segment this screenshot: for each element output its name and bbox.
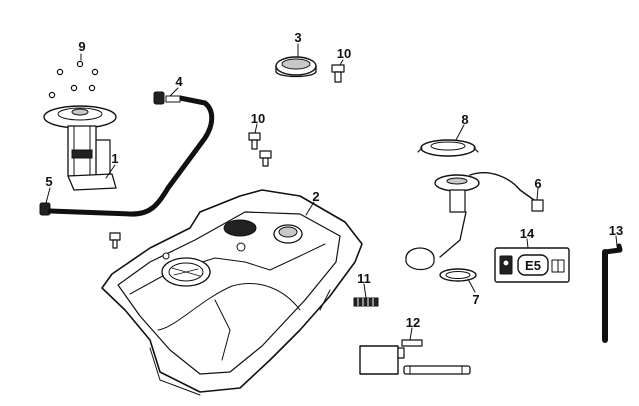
callout-8: 8 (461, 112, 468, 127)
callout-3: 3 (294, 30, 301, 45)
bolt (109, 232, 121, 249)
callout-4: 4 (175, 74, 183, 89)
callout-12: 12 (406, 315, 420, 330)
part-3-grommet (275, 56, 317, 78)
callout-13: 13 (609, 223, 623, 238)
callout-7: 7 (472, 292, 479, 307)
leader-lines (45, 43, 618, 341)
part-14-fuel-label: E5 (494, 247, 570, 283)
callout-10-mid: 10 (251, 111, 265, 126)
part-6-level-sender (405, 172, 544, 271)
part-7-gasket (439, 268, 477, 282)
callout-9: 9 (78, 39, 85, 54)
e5-badge-text: E5 (525, 258, 541, 273)
callout-5: 5 (45, 174, 52, 189)
callout-10-top: 10 (337, 46, 351, 61)
callout-1: 1 (111, 151, 118, 166)
part-11-clip (353, 297, 379, 307)
part-10-bolt-top (331, 64, 345, 83)
callout-11: 11 (357, 271, 371, 286)
part-12-bracket (359, 339, 471, 375)
part-1-fuel-pump (43, 105, 117, 191)
callout-numbers: 1 2 3 4 5 6 7 8 9 10 10 11 12 13 14 (45, 30, 623, 330)
part-9-screws (48, 53, 99, 99)
callout-14: 14 (520, 226, 535, 241)
part-8-ring (417, 139, 479, 157)
part-2-fuel-tank (101, 189, 363, 396)
callout-6: 6 (534, 176, 541, 191)
callout-2: 2 (312, 189, 319, 204)
part-4-fuel-hose (47, 91, 215, 217)
part-10-bolts (248, 132, 272, 167)
part-13-pipe (602, 243, 623, 343)
